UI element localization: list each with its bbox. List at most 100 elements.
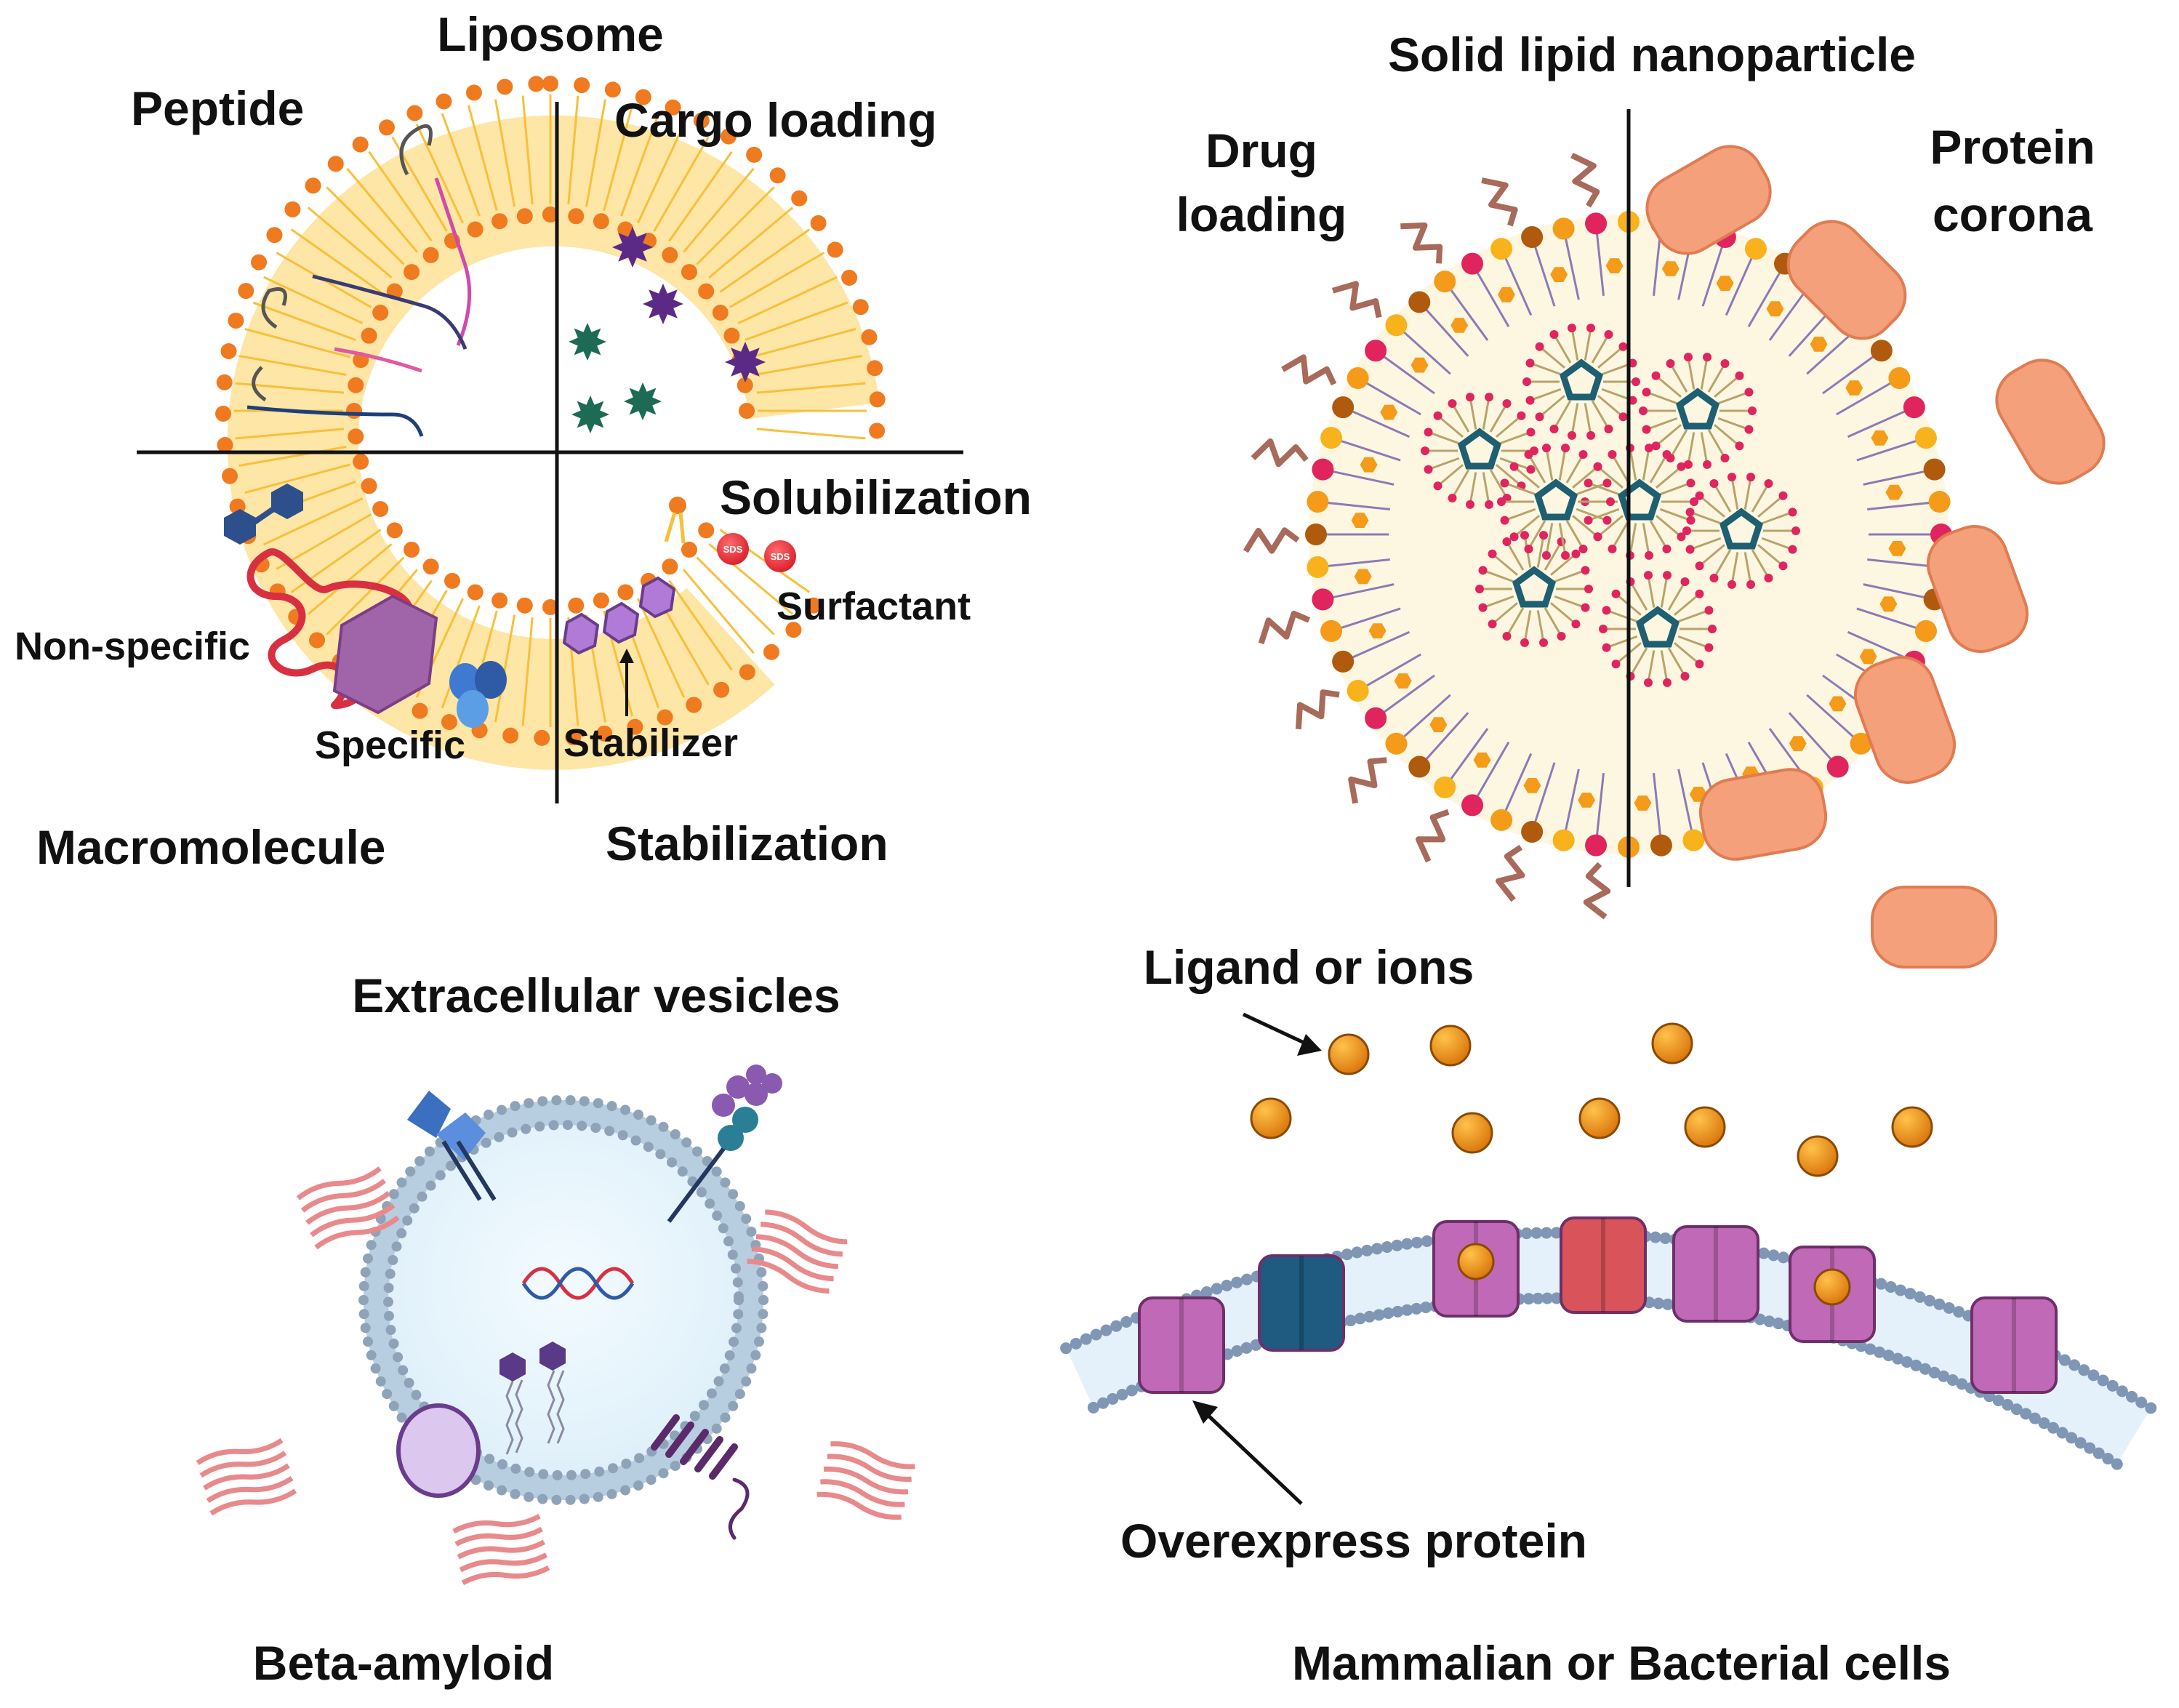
lipid-head bbox=[746, 146, 763, 163]
lipid-head bbox=[1307, 491, 1329, 513]
lipid-tail bbox=[1564, 235, 1580, 300]
protein-corona bbox=[1645, 145, 2106, 969]
lipid-head bbox=[441, 713, 457, 730]
micelle-head bbox=[1602, 643, 1611, 652]
ev-lipid-head bbox=[634, 1453, 645, 1464]
micelle-tail bbox=[1516, 515, 1540, 536]
lipid-head bbox=[1307, 556, 1329, 578]
channel-protein bbox=[1138, 1296, 1225, 1394]
micelle-head bbox=[1735, 441, 1744, 451]
ev-lipid-head bbox=[358, 1309, 369, 1320]
amyloid-strand bbox=[454, 1526, 543, 1547]
micelle-head bbox=[1509, 532, 1519, 542]
lipid-head bbox=[327, 156, 344, 172]
peptide-chains bbox=[246, 124, 472, 437]
lipid-head bbox=[686, 697, 702, 713]
micelle-tail bbox=[1700, 432, 1708, 462]
micelle-head bbox=[1788, 508, 1797, 517]
macromolecule-label: Macromolecule bbox=[36, 820, 386, 874]
micelle-tail bbox=[1677, 610, 1706, 623]
lipid-tail bbox=[1423, 306, 1469, 357]
micelle-head bbox=[1748, 406, 1757, 415]
amyloid-strand bbox=[820, 1479, 905, 1507]
drug-ring bbox=[1560, 358, 1603, 401]
micelle-tail bbox=[1649, 417, 1678, 430]
micelle-tail bbox=[1544, 607, 1561, 634]
cell-lipid-head bbox=[1754, 1313, 1766, 1326]
micelle-tail bbox=[1613, 457, 1630, 484]
lipid-head bbox=[222, 468, 238, 484]
lipid-tail bbox=[683, 167, 755, 253]
micelle-head bbox=[1524, 544, 1533, 553]
ev-lipid-head bbox=[391, 1241, 402, 1252]
drug-ring bbox=[1534, 478, 1578, 521]
lipid-tail bbox=[441, 605, 481, 709]
micelle-tail bbox=[1453, 406, 1470, 433]
cargo-drug-stars bbox=[569, 227, 766, 433]
cell-lipid-head bbox=[2106, 1379, 2119, 1392]
cell-lipid-head bbox=[1080, 1333, 1092, 1345]
cell-lipid-head bbox=[1864, 1343, 1877, 1355]
micelle-tail bbox=[1546, 451, 1554, 481]
ev-lipid-head bbox=[523, 1491, 534, 1502]
micelle-tail bbox=[1648, 650, 1656, 680]
drug-star bbox=[612, 227, 653, 268]
lipid-head bbox=[1332, 396, 1355, 419]
solubilization-label: Solubilization bbox=[720, 470, 1032, 524]
cell-lipid-head bbox=[1550, 1292, 1562, 1304]
corona-protein bbox=[1995, 358, 2106, 485]
lipid-head bbox=[1434, 776, 1456, 798]
ev-lipid-head bbox=[633, 1110, 644, 1120]
lipid-tail bbox=[1349, 630, 1410, 660]
micelle-tail bbox=[1717, 417, 1746, 430]
cell-lipid-head bbox=[2056, 1427, 2068, 1439]
micelle-tail bbox=[1507, 508, 1536, 521]
lipid-tail bbox=[1423, 712, 1469, 763]
lipid-head bbox=[1650, 834, 1672, 857]
lipid-head bbox=[346, 403, 362, 419]
ev-lipid-head bbox=[711, 1166, 722, 1177]
lipid-tail bbox=[1363, 380, 1421, 416]
micelle-tail bbox=[1546, 523, 1554, 553]
lipid-hexagon bbox=[1829, 696, 1847, 712]
micelle-head bbox=[1488, 620, 1497, 629]
ligand-ball bbox=[1797, 1135, 1839, 1177]
micelle-tail bbox=[1751, 486, 1768, 513]
lipid-tail bbox=[696, 556, 775, 636]
membrane-channel-proteins bbox=[1138, 1216, 2058, 1394]
cell-lipid-head bbox=[1777, 1251, 1789, 1264]
amyloid-strand bbox=[461, 1565, 550, 1586]
cell-lipid-head bbox=[1110, 1320, 1123, 1332]
micelle-head bbox=[1680, 671, 1690, 681]
lipid-tail bbox=[244, 327, 351, 358]
ev-lipid-head bbox=[713, 1376, 724, 1387]
micelle-head bbox=[1539, 531, 1549, 540]
overexpress-arrowhead bbox=[1192, 1400, 1218, 1424]
surfactant-label: Surfactant bbox=[777, 585, 971, 628]
sln-title: Solid lipid nanoparticle bbox=[1388, 28, 1916, 81]
ev-lipid-head bbox=[366, 1240, 377, 1251]
lipid-tail bbox=[1747, 269, 1783, 327]
micelle-tail bbox=[1507, 483, 1536, 496]
ev-lipid-head bbox=[619, 1104, 630, 1115]
cell-lipid-head bbox=[2135, 1396, 2148, 1408]
amyloid-strand bbox=[206, 1476, 294, 1504]
ev-lipid-head bbox=[728, 1400, 739, 1411]
micelle-tail bbox=[1541, 395, 1565, 416]
micelle-head bbox=[1608, 544, 1617, 553]
lipid-tail bbox=[696, 186, 775, 265]
ev-lipid-head bbox=[731, 1323, 742, 1334]
stabilization-label: Stabilization bbox=[606, 817, 888, 870]
lipid-head bbox=[352, 136, 369, 153]
cell-lipid-head bbox=[2084, 1442, 2096, 1454]
micelle-head bbox=[1571, 620, 1581, 629]
amyloid-strand bbox=[300, 1179, 387, 1213]
ev-lipid-head bbox=[404, 1377, 414, 1388]
lipid-head bbox=[251, 254, 268, 270]
micelle-head bbox=[1586, 324, 1596, 333]
overexpress-arrow bbox=[1205, 1413, 1303, 1505]
micelle-tail bbox=[1674, 642, 1698, 663]
lipid-head bbox=[348, 428, 364, 445]
surface-chain bbox=[1295, 689, 1340, 729]
